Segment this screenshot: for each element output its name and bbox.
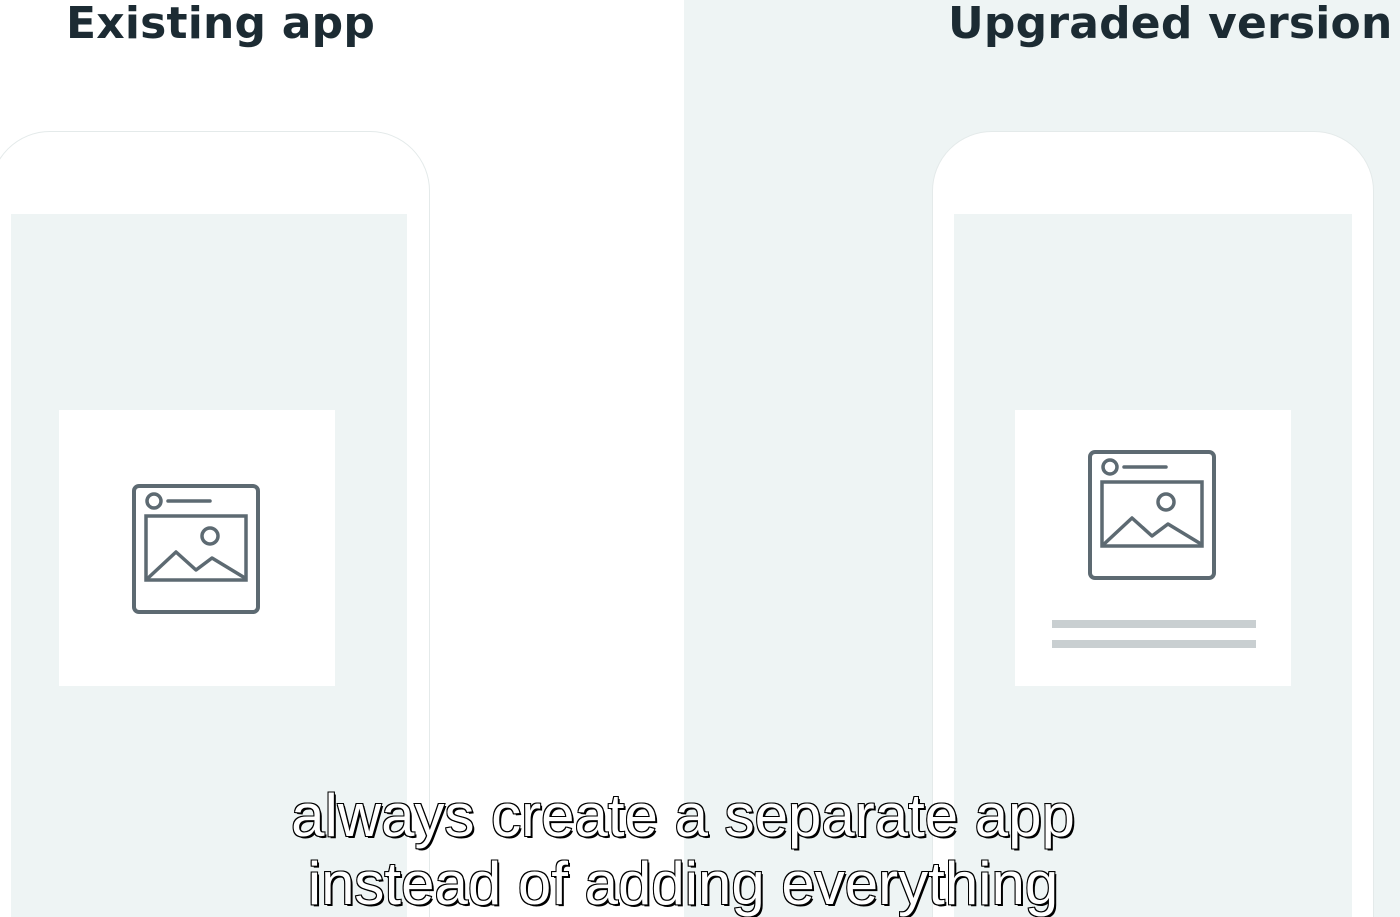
caption-line-2: instead of adding everything xyxy=(307,849,1060,917)
image-placeholder-icon xyxy=(132,484,260,614)
existing-app-image-card xyxy=(59,410,335,686)
image-placeholder-icon xyxy=(1088,450,1216,580)
upgraded-version-heading: Upgraded version xyxy=(948,0,1393,49)
existing-app-heading: Existing app xyxy=(66,0,376,49)
text-placeholder-line xyxy=(1052,640,1256,648)
caption-line-1: always create a separate app xyxy=(290,781,1076,850)
subtitle-caption: always create a separate app instead of … xyxy=(0,781,1366,917)
text-placeholder-line xyxy=(1052,620,1256,628)
